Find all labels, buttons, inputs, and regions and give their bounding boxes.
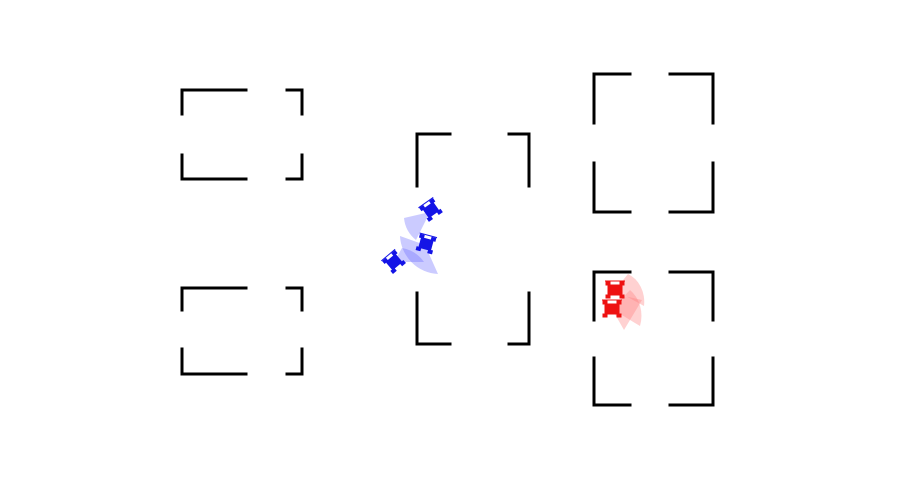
wall-segment [415,291,452,346]
room-top-right [592,72,715,214]
wall-segment [285,347,304,376]
wall-segment [668,72,715,125]
red-robot [605,280,625,299]
room-center [415,132,531,346]
wall-segment [285,88,304,116]
blue-robot [418,197,443,222]
room-top-left [180,88,304,181]
fov-cone [400,236,438,274]
red-team [602,280,625,318]
wall-segment [592,356,632,407]
wall-segment [415,132,452,188]
wall-segment [507,132,531,188]
wall-segment [592,161,632,214]
fov-cone [612,290,642,326]
wall-segment [180,347,248,376]
fov-cone [394,248,424,262]
wall-segment [668,270,715,322]
wall-segment [592,270,632,322]
wall-segment [668,356,715,407]
room-bottom-left [180,286,304,376]
wall-segment [180,88,248,116]
blue-team-fov [394,212,438,274]
blue-team [380,197,443,274]
fov-cone [404,212,430,240]
wall-segment [507,291,531,346]
blue-robot [415,232,438,255]
room-bottom-right [592,270,715,407]
wall-segment [285,286,304,312]
wall-segment [592,72,632,125]
wall-segment [180,153,248,181]
red-robot [602,299,622,318]
wall-segment [668,161,715,214]
blue-robot [380,248,406,274]
wall-segment [285,153,304,181]
wall-segment [180,286,248,312]
